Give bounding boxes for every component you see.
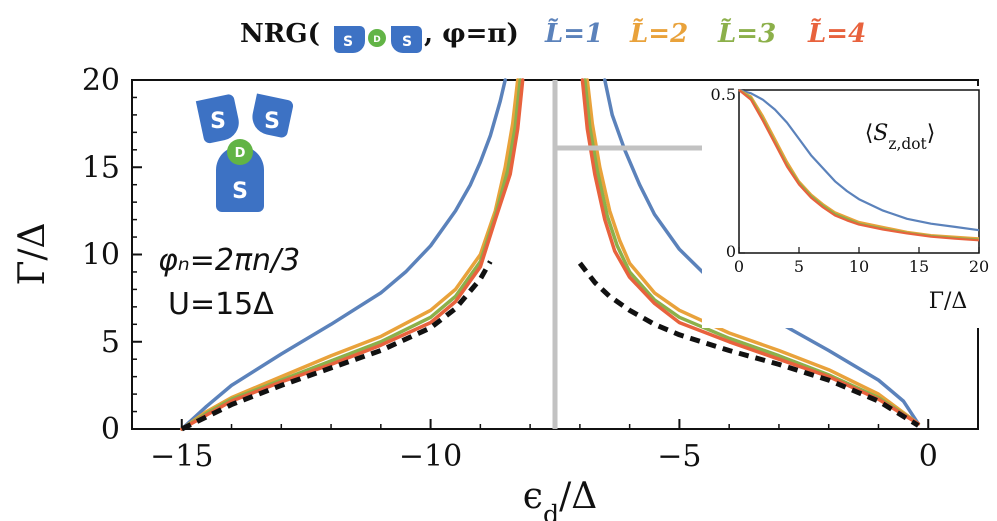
main-y-tick-label: 5 <box>101 325 120 360</box>
inset-x-tick-label: 0 <box>734 257 744 276</box>
main-x-tick-label: −10 <box>399 439 462 474</box>
inset-series-1 <box>738 88 980 232</box>
legend-label-L1: L̃=1 <box>544 18 603 49</box>
inset-x-tick-label: 10 <box>849 257 869 276</box>
molecule-icon-letter-left: S <box>210 109 226 134</box>
molecule-icon-letter-right: S <box>264 109 280 134</box>
inset-title: ⟨Sz,dot⟩ <box>865 121 936 153</box>
series-1-left <box>180 78 507 431</box>
inset-x-tick-label: 20 <box>969 257 989 276</box>
inset-x-tick-label: 5 <box>794 257 804 276</box>
title-icon-dot: D <box>368 29 386 47</box>
molecule-icon: S S S D <box>195 93 294 212</box>
molecule-icon-dot: D <box>227 139 253 165</box>
main-y-tick-label: 20 <box>82 63 120 98</box>
main-y-tick-label: 15 <box>82 150 120 185</box>
molecule-icon-letter-dot: D <box>235 146 246 161</box>
figure-title: NRG( S D S , φ=π) L̃=1 L̃=2 L̃=3 L̃=4 <box>240 18 866 53</box>
inset-x-tick-label: 15 <box>909 257 929 276</box>
main-y-tick-label: 10 <box>82 238 120 273</box>
series-dashed-right <box>577 261 920 428</box>
series-2-right <box>585 78 921 426</box>
main-x-tick-label: −15 <box>150 439 213 474</box>
inset-y-tick-label: 0 <box>726 242 736 261</box>
legend-label-L2: L̃=2 <box>629 18 688 49</box>
title-icon-source-left: S <box>334 26 365 53</box>
molecule-icon-letter-bottom: S <box>232 179 248 204</box>
interaction-annotation: U=15Δ <box>168 287 274 322</box>
molecule-icon-source-right: S <box>252 93 294 138</box>
inset-y-tick-label: 0.5 <box>711 85 736 104</box>
legend-label-L4: L̃=4 <box>807 18 866 49</box>
main-x-axis-label: ϵd/Δ <box>523 476 597 521</box>
main-y-tick-label: 0 <box>101 412 120 447</box>
title-suffix: , φ=π) <box>424 19 519 49</box>
legend-label-L3: L̃=3 <box>717 18 776 49</box>
inset-background <box>702 86 988 328</box>
molecule-icon-source-bottom: S <box>216 146 264 212</box>
title-prefix: NRG( <box>240 19 320 49</box>
molecule-icon-source-left: S <box>195 94 239 144</box>
series-4-right <box>580 78 921 426</box>
inset-x-axis-label: Γ/Δ <box>929 289 968 314</box>
main-series <box>180 78 921 432</box>
series-4-left <box>180 78 525 431</box>
inset-series <box>738 88 980 242</box>
inset-ticks: 0 5 10 15 20 0 0.5 <box>711 85 990 276</box>
series-dashed-left <box>180 260 493 432</box>
main-y-axis-label: Γ/Δ <box>12 222 53 285</box>
title-icon-dot-letter: D <box>373 35 380 45</box>
title-icon-source-left-letter: S <box>343 34 353 50</box>
title-icon-source-right: S <box>391 26 422 53</box>
main-x-tick-label: −5 <box>657 439 701 474</box>
inset-plot: 0 5 10 15 20 0 0.5 ⟨Sz,dot⟩ Γ/Δ <box>702 85 989 328</box>
main-x-tick-label: 0 <box>919 439 938 474</box>
title-icon-source-right-letter: S <box>402 34 412 50</box>
phase-annotation: φₙ=2πn/3 <box>158 243 300 278</box>
inset-series-4 <box>738 89 980 242</box>
